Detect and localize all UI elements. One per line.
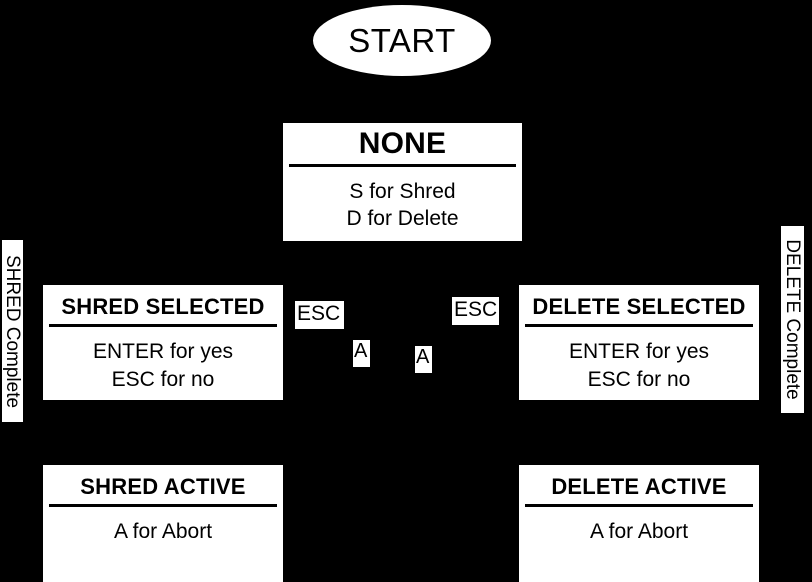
state-body-shred-active: A for Abort — [43, 507, 283, 582]
state-node-shred-selected[interactable]: SHRED SELECTED ENTER for yes ESC for no — [43, 285, 283, 400]
state-header-none: NONE — [289, 123, 516, 167]
state-node-delete-selected[interactable]: DELETE SELECTED ENTER for yes ESC for no — [519, 285, 759, 400]
state-body-none: S for Shred D for Delete — [283, 167, 522, 242]
edge-label-abort-left: A — [353, 340, 370, 367]
side-label-delete-complete: DELETE Complete — [781, 226, 804, 413]
state-body-line: A for Abort — [589, 520, 689, 544]
edge-label-esc-left: ESC — [295, 301, 344, 329]
state-body-line: ENTER for yes — [568, 340, 710, 364]
side-label-shred-complete: SHRED Complete — [2, 240, 23, 422]
state-node-delete-active[interactable]: DELETE ACTIVE A for Abort — [519, 465, 759, 582]
state-body-line: S for Shred — [349, 179, 456, 203]
edge-label-esc-right: ESC — [452, 297, 499, 325]
start-node-label: START — [348, 22, 456, 59]
state-body-shred-selected: ENTER for yes ESC for no — [43, 327, 283, 400]
state-body-line: D for Delete — [346, 207, 459, 231]
start-node[interactable]: START — [313, 5, 491, 76]
state-header-shred-selected: SHRED SELECTED — [49, 285, 277, 328]
state-node-none[interactable]: NONE S for Shred D for Delete — [283, 123, 522, 241]
state-body-line: ESC for no — [587, 368, 691, 392]
state-body-line: ESC for no — [111, 368, 215, 392]
state-body-line: ENTER for yes — [92, 340, 234, 364]
side-label-shred-complete-text: SHRED Complete — [2, 254, 24, 408]
side-label-delete-complete-text: DELETE Complete — [782, 239, 804, 400]
state-body-line: A for Abort — [113, 520, 213, 544]
state-body-delete-active: A for Abort — [519, 507, 759, 582]
state-header-delete-active: DELETE ACTIVE — [525, 465, 753, 508]
state-header-delete-selected: DELETE SELECTED — [525, 285, 753, 328]
state-body-delete-selected: ENTER for yes ESC for no — [519, 327, 759, 400]
edge-label-abort-right: A — [415, 346, 432, 373]
state-header-shred-active: SHRED ACTIVE — [49, 465, 277, 508]
state-node-shred-active[interactable]: SHRED ACTIVE A for Abort — [43, 465, 283, 582]
